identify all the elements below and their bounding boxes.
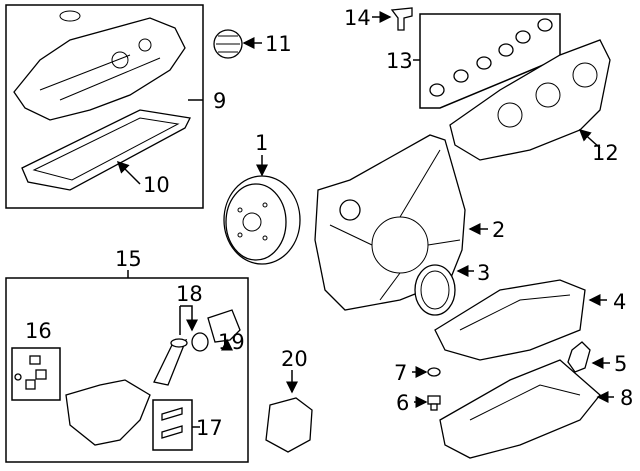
- callout-14: 14: [344, 6, 371, 30]
- drain-plug[interactable]: [427, 395, 441, 411]
- upper-oil-pan[interactable]: [434, 279, 586, 361]
- callout-20: 20: [281, 347, 308, 371]
- callout-6: 6: [396, 391, 409, 415]
- callout-7: 7: [394, 361, 407, 385]
- callout-12: 12: [592, 141, 619, 165]
- callout-2: 2: [492, 218, 505, 242]
- callout-11: 11: [265, 32, 292, 56]
- oil-level-sensor[interactable]: [567, 341, 591, 373]
- oil-filter-group-box: [5, 277, 249, 463]
- callout-1: 1: [255, 131, 268, 155]
- callout-9: 9: [213, 89, 226, 113]
- vibration-damper[interactable]: [223, 175, 301, 265]
- crankshaft-seal[interactable]: [414, 264, 456, 316]
- callout-4: 4: [613, 290, 626, 314]
- intake-seals[interactable]: [429, 18, 553, 97]
- intake-manifold[interactable]: [449, 39, 611, 161]
- sensor-top[interactable]: [390, 7, 413, 31]
- callout-16: 16: [25, 319, 52, 343]
- callout-5: 5: [614, 352, 627, 376]
- oil-filter-element[interactable]: [265, 397, 313, 453]
- lower-oil-pan[interactable]: [439, 359, 601, 459]
- callout-8: 8: [620, 386, 633, 410]
- valve-cover-gasket[interactable]: [21, 109, 191, 191]
- seal-kit[interactable]: [14, 355, 47, 390]
- callout-3: 3: [477, 261, 490, 285]
- valve-cover[interactable]: [13, 10, 186, 121]
- seal-kit-box: [11, 347, 61, 401]
- drain-plug-washer[interactable]: [427, 367, 441, 377]
- callout-17: 17: [196, 416, 223, 440]
- oil-filter-housing[interactable]: [65, 379, 151, 446]
- filter-insert[interactable]: [153, 332, 209, 386]
- callout-15: 15: [115, 247, 142, 271]
- callout-19: 19: [218, 330, 245, 354]
- oil-filler-cap[interactable]: [213, 29, 243, 59]
- gasket-box: [152, 399, 193, 451]
- callout-10: 10: [143, 173, 170, 197]
- valve-cover-group-box: [5, 4, 204, 209]
- seal-set-box: [419, 13, 561, 109]
- housing-gaskets[interactable]: [161, 407, 183, 439]
- callout-13: 13: [386, 49, 413, 73]
- callout-18: 18: [176, 282, 203, 306]
- oil-filter-cap[interactable]: [207, 309, 241, 343]
